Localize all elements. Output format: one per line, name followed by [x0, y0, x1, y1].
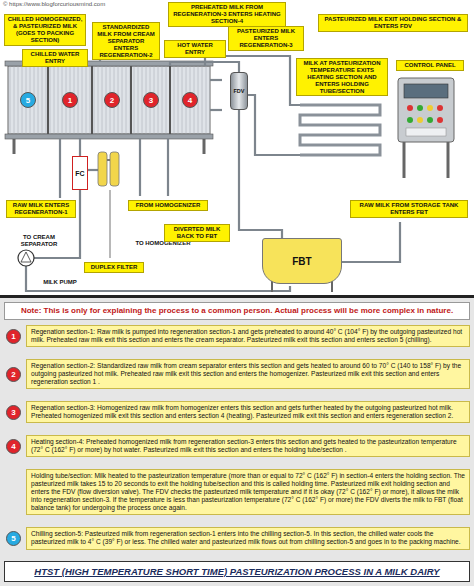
callout-box: PASTEURIZED MILK EXIT HOLDING SECTION & …: [318, 14, 468, 32]
description-box: Chilling section-5: Pasteurized milk fro…: [26, 527, 470, 549]
node-text: STANDARDIZED MILK FROM CREAM SEPARATOR E…: [95, 24, 157, 58]
node-text: 2: [11, 370, 15, 379]
bottom-panel: [0, 297, 474, 586]
pipe-connector: [239, 110, 282, 238]
node-text: 4: [188, 96, 192, 105]
node-text: 1: [11, 332, 15, 341]
callout-box: PASTEURIZED MILK ENTERS REGENERATION-3: [228, 26, 304, 51]
diagram-title: HTST (HIGH TEMPERATURE SHORT TIME) PASTE…: [4, 561, 470, 582]
callout-box: PREHEATED MILK FROM REGENERATION-3 ENTER…: [168, 2, 286, 27]
section-number: 5: [6, 531, 21, 546]
node-text: Note: This is only for explaining the pr…: [9, 306, 465, 316]
section-number: 3: [143, 92, 159, 108]
node-text: PASTEURIZED MILK EXIT HOLDING SECTION & …: [321, 16, 465, 30]
node-text: 5: [11, 534, 15, 543]
callout-box: RAW MILK FROM STORAGE TANK ENTERS FBT: [350, 200, 468, 218]
node-text: Regenation section-2: Standardized raw m…: [31, 362, 465, 386]
node-text: FDV: [234, 88, 245, 94]
callout-box: DUPLEX FILTER: [84, 262, 144, 273]
section-number: 4: [182, 92, 198, 108]
callout-box: STANDARDIZED MILK FROM CREAM SEPARATOR E…: [92, 22, 160, 60]
node-text: 1: [68, 96, 72, 105]
node-text: MILK AT PASTEURIZATION TEMPERATURE EXITS…: [299, 60, 385, 94]
node-text: 3: [149, 96, 153, 105]
section-number: 5: [20, 92, 36, 108]
callout-box: HOT WATER ENTRY: [164, 40, 226, 58]
watermark: © https://www.blogforcuriousmind.com: [3, 1, 105, 7]
description-box: Heating section-4: Preheated homogenized…: [26, 435, 470, 457]
node-text: CHILLED HOMOGENIZED, & PASTEURIZED MILK …: [7, 16, 83, 44]
node-text: Regenation section-1: Raw milk is pumped…: [31, 328, 465, 344]
node-text: CHILLED WATER ENTRY: [25, 51, 85, 65]
description-box: Holding tube/section: Milk heated to the…: [26, 469, 470, 515]
node-text: Heating section-4: Preheated homogenized…: [31, 438, 465, 454]
node-text: Chilling section-5: Pasteurized milk fro…: [31, 530, 465, 546]
callout-box: MILK AT PASTEURIZATION TEMPERATURE EXITS…: [296, 58, 388, 96]
node-text: 5: [26, 96, 30, 105]
callout-box: CONTROL PANEL: [396, 60, 464, 71]
node-text: HOT WATER ENTRY: [167, 42, 223, 56]
section-number: 1: [6, 329, 21, 344]
divider: [0, 295, 474, 298]
pipe-label: TO CREAM SEPARATOR: [4, 234, 74, 248]
node-text: FROM HOMOGENIZER: [131, 202, 205, 209]
duplex-filter: [98, 152, 119, 258]
node-text: 4: [11, 442, 15, 451]
node-text: RAW MILK FROM STORAGE TANK ENTERS FBT: [353, 202, 465, 216]
node-text: 3: [11, 408, 15, 417]
section-number: 2: [104, 92, 120, 108]
description-box: Regenation section-2: Standardized raw m…: [26, 359, 470, 389]
flow-diversion-valve: FDV: [230, 72, 248, 110]
section-number: 2: [6, 367, 21, 382]
callout-box: DIVERTED MILK BACK TO FBT: [164, 224, 230, 242]
node-text: TO CREAM SEPARATOR: [5, 234, 73, 248]
node-text: FBT: [292, 256, 311, 267]
node-text: Regenation section-3: Homogenized raw mi…: [31, 404, 465, 420]
node-text: PREHEATED MILK FROM REGENERATION-3 ENTER…: [171, 4, 283, 25]
milk-pump: [18, 250, 34, 266]
node-text: RAW MILK ENTERS REGENERATION-1: [9, 202, 73, 216]
description-box: Regenation section-1: Raw milk is pumped…: [26, 325, 470, 347]
node-text: FC: [75, 170, 84, 177]
section-number: 4: [6, 439, 21, 454]
section-number: 1: [62, 92, 78, 108]
node-text: DIVERTED MILK BACK TO FBT: [167, 226, 227, 240]
node-text: MILK PUMP: [37, 279, 83, 286]
note-box: Note: This is only for explaining the pr…: [4, 302, 470, 320]
node-text: 2: [110, 96, 114, 105]
callout-box: CHILLED WATER ENTRY: [22, 49, 88, 67]
callout-box: FROM HOMOGENIZER: [128, 200, 208, 211]
node-text: PASTEURIZED MILK ENTERS REGENERATION-3: [231, 28, 301, 49]
node-text: CONTROL PANEL: [399, 62, 461, 69]
plate-heat-exchanger: [5, 61, 213, 154]
float-balance-tank: FBT: [262, 238, 342, 284]
pipe-label: MILK PUMP: [36, 279, 84, 286]
pipes: [26, 55, 400, 291]
flow-controller: FC: [72, 156, 88, 190]
node-text: Holding tube/section: Milk heated to the…: [31, 472, 465, 512]
section-number: 3: [6, 405, 21, 420]
callout-box: RAW MILK ENTERS REGENERATION-1: [6, 200, 76, 218]
control-panel-symbol: [398, 78, 454, 178]
callout-box: CHILLED HOMOGENIZED, & PASTEURIZED MILK …: [4, 14, 86, 46]
node-text: DUPLEX FILTER: [87, 264, 141, 271]
description-box: Regenation section-3: Homogenized raw mi…: [26, 401, 470, 423]
